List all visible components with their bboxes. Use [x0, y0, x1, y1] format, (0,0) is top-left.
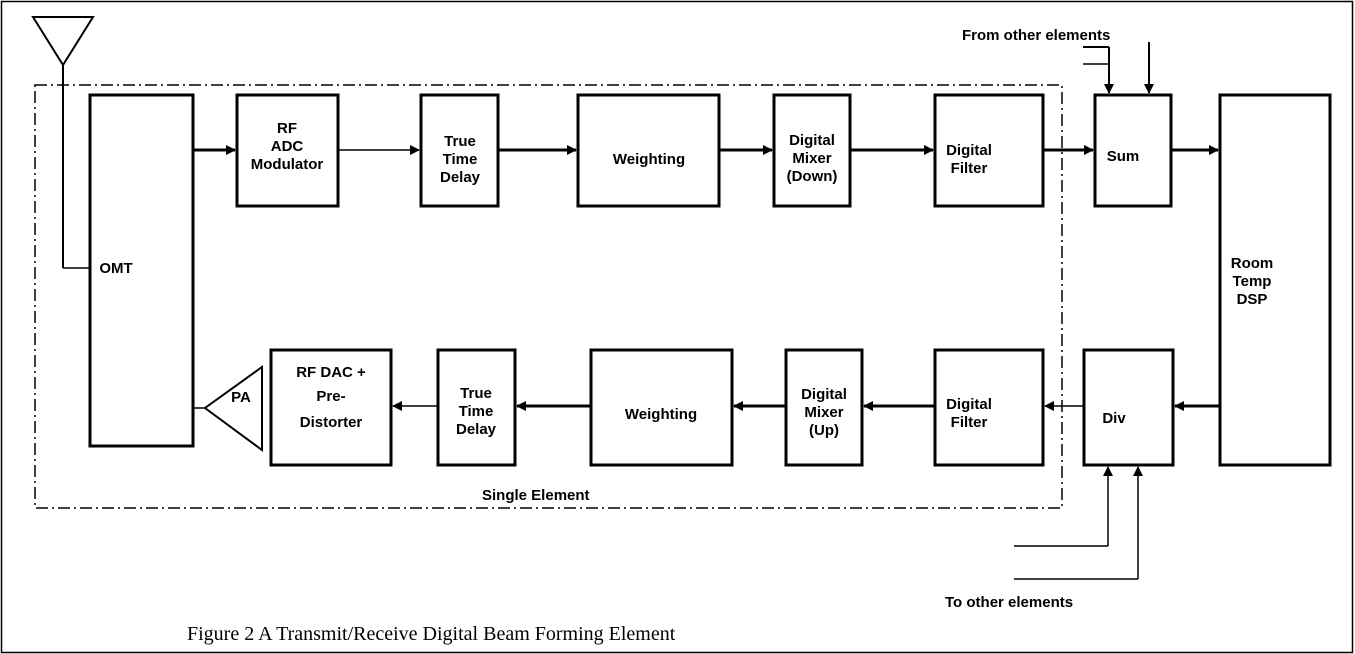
- power-amplifier-triangle: PA: [203, 365, 263, 452]
- ttd-tx-label-2: Time: [459, 403, 494, 420]
- filter-rx-label-1: Digital: [946, 142, 992, 159]
- digital-mixer-up-block: Digital Mixer (Up): [784, 348, 864, 467]
- ttd-rx-label-1: True: [444, 133, 476, 150]
- sum-label: Sum: [1107, 148, 1140, 165]
- ttd-rx-label-2: Time: [443, 151, 478, 168]
- rf-dac-label-2: Pre-: [316, 388, 345, 405]
- true-time-delay-tx-block: True Time Delay: [436, 348, 517, 467]
- mixer-up-label-2: Mixer: [804, 404, 843, 421]
- to-other-elements-arrows: [1014, 466, 1143, 580]
- rf-dac-label-1: RF DAC +: [296, 364, 366, 381]
- filter-tx-label-2: Filter: [951, 414, 988, 431]
- filter-rx-label-2: Filter: [951, 160, 988, 177]
- rf-dac-predistorter-block: RF DAC + Pre- Distorter: [269, 348, 393, 467]
- rf-adc-label-2: ADC: [271, 138, 304, 155]
- true-time-delay-rx-block: True Time Delay: [419, 93, 500, 208]
- dsp-label-3: DSP: [1237, 291, 1268, 308]
- mixer-down-label-3: (Down): [787, 168, 838, 185]
- weighting-rx-label: Weighting: [613, 151, 685, 168]
- ttd-tx-label-1: True: [460, 385, 492, 402]
- rf-dac-label-3: Distorter: [300, 414, 363, 431]
- weighting-tx-label: Weighting: [625, 406, 697, 423]
- from-other-elements-arrows: [1083, 42, 1154, 94]
- dsp-label-2: Temp: [1233, 273, 1272, 290]
- dsp-label-1: Room: [1231, 255, 1274, 272]
- figure-caption: Figure 2 A Transmit/Receive Digital Beam…: [187, 623, 676, 645]
- ttd-rx-label-3: Delay: [440, 169, 481, 186]
- mixer-down-label-1: Digital: [789, 132, 835, 149]
- pa-label: PA: [231, 389, 251, 406]
- rf-adc-modulator-block: RF ADC Modulator: [235, 93, 340, 208]
- from-other-elements-label: From other elements: [962, 27, 1110, 44]
- mixer-down-label-2: Mixer: [792, 150, 831, 167]
- omt-block: OMT: [88, 93, 195, 448]
- mixer-up-label-1: Digital: [801, 386, 847, 403]
- digital-mixer-down-block: Digital Mixer (Down): [772, 93, 852, 208]
- weighting-rx-block: Weighting: [576, 93, 721, 208]
- rf-adc-label-1: RF: [277, 120, 297, 137]
- weighting-tx-block: Weighting: [589, 348, 734, 467]
- digital-filter-rx-block: Digital Filter: [933, 93, 1045, 208]
- digital-filter-tx-block: Digital Filter: [933, 348, 1045, 467]
- ttd-tx-label-3: Delay: [456, 421, 497, 438]
- omt-label: OMT: [99, 260, 132, 277]
- antenna-icon: [31, 16, 95, 269]
- filter-tx-label-1: Digital: [946, 396, 992, 413]
- room-temp-dsp-block: Room Temp DSP: [1218, 93, 1332, 467]
- to-other-elements-label: To other elements: [945, 594, 1073, 611]
- mixer-up-label-3: (Up): [809, 422, 839, 439]
- single-element-region: [34, 84, 1063, 509]
- div-block: Div: [1082, 348, 1175, 467]
- transmit-chain-arrows: [193, 401, 1220, 411]
- div-label: Div: [1102, 410, 1126, 427]
- sum-block: Sum: [1093, 93, 1173, 208]
- single-element-label: Single Element: [482, 487, 590, 504]
- rf-adc-label-3: Modulator: [251, 156, 324, 173]
